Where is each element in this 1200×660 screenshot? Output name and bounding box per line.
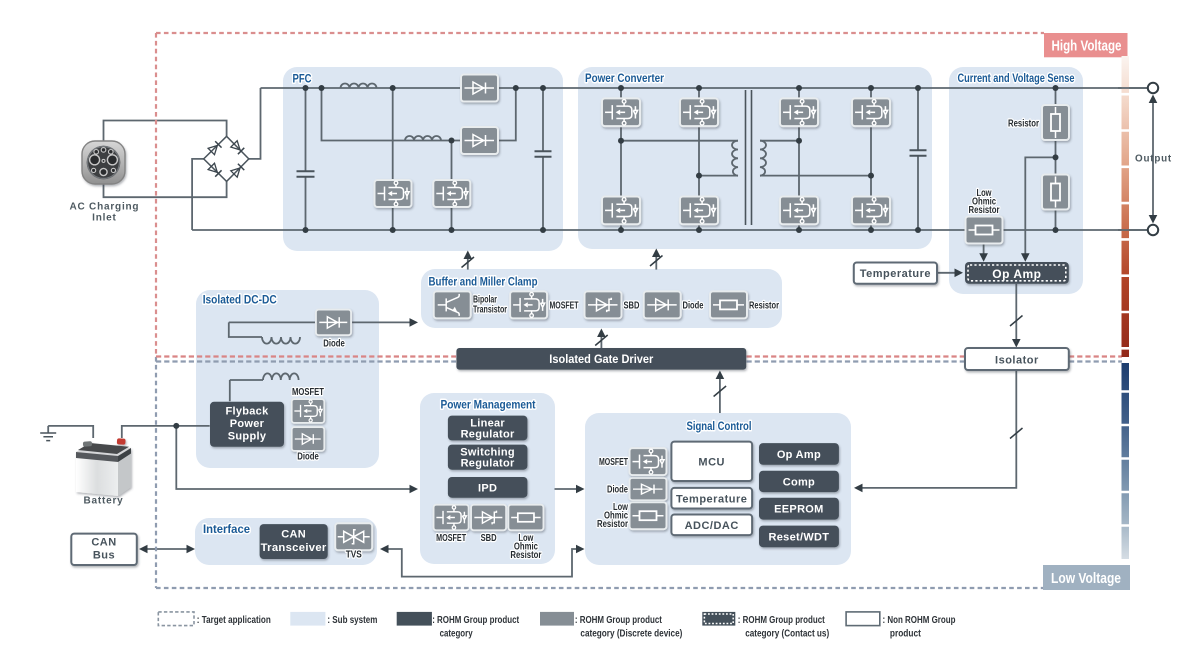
svg-text:Bus: Bus <box>93 550 115 562</box>
svg-text:category (Contact us): category (Contact us) <box>745 628 829 639</box>
svg-text:Power Converter: Power Converter <box>585 71 664 85</box>
svg-text:Op Amp: Op Amp <box>777 449 821 461</box>
svg-text:Battery: Battery <box>83 496 123 507</box>
svg-text:MOSFET: MOSFET <box>292 387 324 398</box>
svg-text:Diode: Diode <box>297 452 319 463</box>
svg-text:CAN: CAN <box>281 529 306 541</box>
svg-text:Inlet: Inlet <box>92 213 117 224</box>
svg-text:MCU: MCU <box>698 457 725 469</box>
svg-text:Flyback: Flyback <box>225 406 269 418</box>
svg-text:Reset/WDT: Reset/WDT <box>769 531 830 543</box>
svg-text:AC Charging: AC Charging <box>69 201 139 212</box>
svg-text:Resistor: Resistor <box>597 519 628 530</box>
svg-text:SBD: SBD <box>624 300 640 311</box>
svg-text:Diode: Diode <box>683 300 704 311</box>
svg-text:MOSFET: MOSFET <box>550 300 579 311</box>
svg-text:High Voltage: High Voltage <box>1052 37 1122 54</box>
svg-text:Buffer and Miller Clamp: Buffer and Miller Clamp <box>429 275 538 289</box>
svg-text:Resistor: Resistor <box>749 300 779 311</box>
svg-text:Transceiver: Transceiver <box>261 542 327 554</box>
svg-text:Interface: Interface <box>203 522 250 536</box>
svg-text:Switching: Switching <box>460 446 515 458</box>
svg-text:Supply: Supply <box>228 430 267 442</box>
svg-text:Resistor: Resistor <box>510 550 541 561</box>
svg-text:MOSFET: MOSFET <box>599 457 628 468</box>
svg-text:Temperature: Temperature <box>860 268 931 280</box>
svg-text:Low: Low <box>613 502 628 513</box>
svg-text:Temperature: Temperature <box>676 493 747 505</box>
svg-text:Current and Voltage Sense: Current and Voltage Sense <box>958 71 1075 85</box>
svg-text:Op Amp: Op Amp <box>992 267 1041 281</box>
svg-text:SBD: SBD <box>481 533 497 544</box>
svg-text:Diode: Diode <box>607 484 628 495</box>
svg-text:Comp: Comp <box>783 476 815 488</box>
svg-text:ADC/DAC: ADC/DAC <box>685 520 739 532</box>
svg-text:Isolator: Isolator <box>995 354 1039 366</box>
svg-text:Isolated Gate Driver: Isolated Gate Driver <box>549 354 654 366</box>
svg-text:Ohmic: Ohmic <box>514 542 538 553</box>
svg-text:Power Management: Power Management <box>441 398 536 412</box>
svg-text:Linear: Linear <box>470 417 505 429</box>
svg-text:: ROHM Group product: : ROHM Group product <box>738 615 826 626</box>
svg-text:PFC: PFC <box>293 71 312 85</box>
svg-text:Ohmic: Ohmic <box>972 197 996 208</box>
svg-text:Ohmic: Ohmic <box>604 511 628 522</box>
svg-text:Isolated DC-DC: Isolated DC-DC <box>203 293 277 307</box>
svg-text:Signal Control: Signal Control <box>687 419 752 433</box>
svg-text:TVS: TVS <box>346 550 362 561</box>
svg-text:: Target application: : Target application <box>197 615 271 626</box>
svg-text:category: category <box>440 628 473 639</box>
svg-text:Low: Low <box>977 188 992 199</box>
svg-text:: Sub system: : Sub system <box>327 615 377 626</box>
svg-text:: ROHM Group product: : ROHM Group product <box>432 615 520 626</box>
svg-text:: ROHM Group product: : ROHM Group product <box>575 615 663 626</box>
svg-text:Bipolar: Bipolar <box>473 295 497 306</box>
svg-text:category (Discrete device): category (Discrete device) <box>580 628 682 639</box>
svg-text:Output: Output <box>1135 154 1172 165</box>
svg-text:Low: Low <box>518 533 533 544</box>
svg-text:: Non ROHM Group: : Non ROHM Group <box>883 615 956 626</box>
svg-text:EEPROM: EEPROM <box>774 504 823 516</box>
svg-text:Low Voltage: Low Voltage <box>1051 570 1121 587</box>
svg-text:Resistor: Resistor <box>969 205 1000 216</box>
svg-text:MOSFET: MOSFET <box>436 533 466 544</box>
svg-text:Transistor: Transistor <box>473 305 507 316</box>
svg-text:Power: Power <box>230 418 265 430</box>
svg-text:IPD: IPD <box>478 482 497 494</box>
svg-text:CAN: CAN <box>91 537 116 549</box>
svg-text:Regulator: Regulator <box>461 429 515 441</box>
svg-text:Resistor: Resistor <box>1008 119 1039 130</box>
svg-text:product: product <box>890 628 922 639</box>
svg-text:Diode: Diode <box>323 338 345 349</box>
svg-text:Regulator: Regulator <box>461 458 515 470</box>
